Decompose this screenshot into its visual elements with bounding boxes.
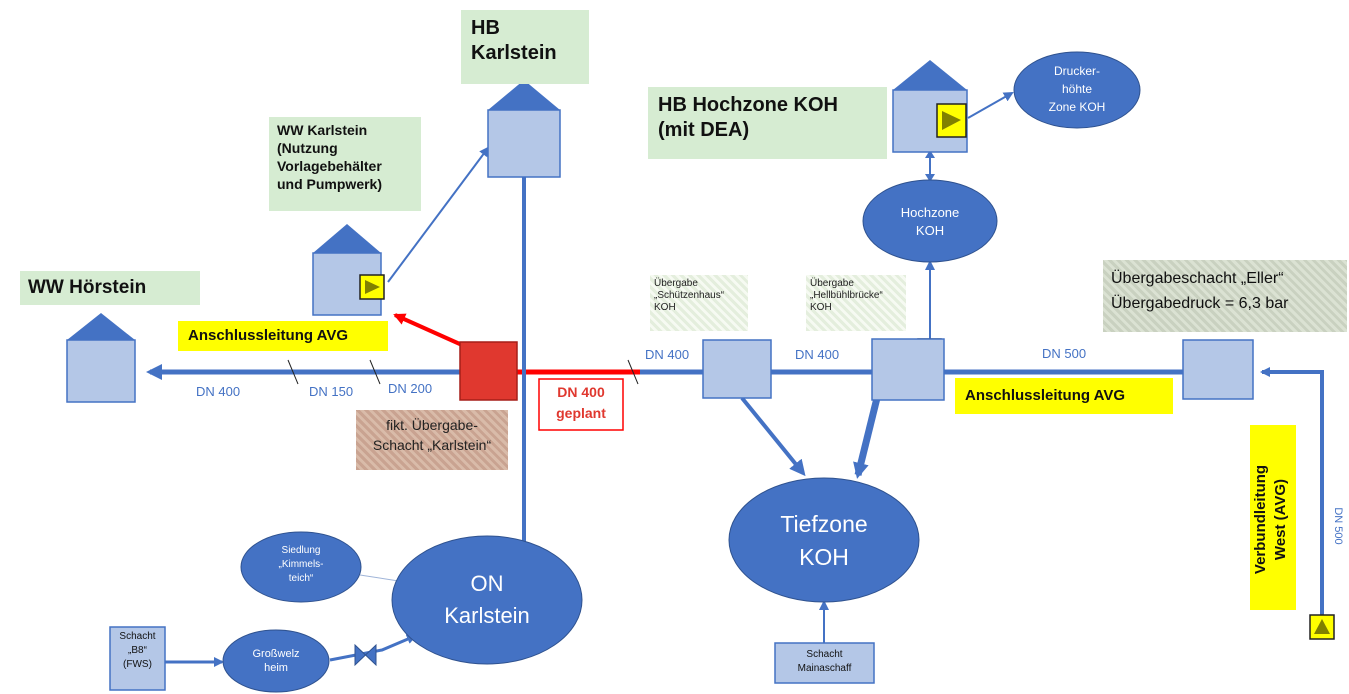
uebergabe-hellbuehl-label: Übergabe „Hellbühlbrücke“ KOH bbox=[806, 275, 906, 331]
ww-hoerstein-label: WW Hörstein bbox=[20, 271, 200, 305]
grosswelz-text: Großwelz heim bbox=[252, 648, 300, 674]
red-supply-ww-karlstein bbox=[393, 313, 463, 347]
arrowhead-down bbox=[925, 174, 935, 182]
hb-hochzone-label: HB Hochzone KOH (mit DEA) bbox=[648, 87, 887, 159]
schacht-eller-box bbox=[1182, 339, 1254, 400]
house-ww-hoerstein-icon bbox=[66, 313, 136, 403]
line-hellbuehl-tiefzone bbox=[853, 397, 881, 479]
geplant-box-border bbox=[538, 378, 624, 431]
valve-icon bbox=[354, 643, 377, 667]
arrowhead-up bbox=[925, 150, 935, 158]
hatch-mark bbox=[287, 359, 299, 385]
verbundleitung-label: Verbundleitung West (AVG) bbox=[1250, 425, 1296, 610]
schacht-schuetzenhaus-box bbox=[702, 339, 772, 399]
siedlung-ellipse bbox=[240, 531, 362, 603]
tiefzone-ellipse bbox=[728, 477, 920, 603]
drucker-text: Drucker- höhte Zone KOH bbox=[1048, 64, 1106, 114]
schacht-b8-box bbox=[109, 626, 166, 691]
grosswelz-ellipse bbox=[222, 629, 330, 693]
on-karlstein-ellipse bbox=[391, 535, 583, 665]
line-ww-to-hb bbox=[387, 146, 490, 283]
pump-icon bbox=[359, 274, 385, 300]
hb-karlstein-label: HB Karlstein bbox=[461, 10, 589, 84]
siedlung-text: Siedlung „Kimmels- teich“ bbox=[278, 545, 324, 584]
line-schuetzenhaus-tiefzone bbox=[740, 396, 806, 477]
drucker-ellipse bbox=[1013, 51, 1141, 129]
pump-icon bbox=[936, 103, 967, 138]
anschlussleitung-label-right: Anschlussleitung AVG bbox=[955, 378, 1173, 414]
hatch-mark bbox=[627, 359, 639, 385]
tiefzone-text: Tiefzone KOH bbox=[780, 511, 868, 570]
hochzone-ellipse bbox=[862, 179, 998, 263]
schacht-mainaschaff-text: Schacht Mainaschaff bbox=[797, 649, 852, 674]
line-pump-drucker bbox=[967, 92, 1014, 119]
verbundleitung-pipe bbox=[1260, 367, 1324, 615]
dn150-label: DN 150 bbox=[309, 384, 354, 399]
dn400-mid-label: DN 400 bbox=[645, 347, 690, 362]
hochzone-text: Hochzone KOH bbox=[900, 205, 960, 238]
verbundleitung-text: Verbundleitung West (AVG) bbox=[1252, 464, 1289, 575]
dn400-left-label: DN 400 bbox=[196, 384, 241, 399]
on-karlstein-text: ON Karlstein bbox=[444, 571, 530, 628]
uebergabeschacht-eller-label: Übergabeschacht „Eller“ Übergabedruck = … bbox=[1103, 260, 1347, 332]
house-ww-karlstein-icon bbox=[312, 224, 382, 316]
dn400-mid2-label: DN 400 bbox=[795, 347, 840, 362]
uebergabe-schuetzenhaus-label: Übergabe „Schützenhaus“ KOH bbox=[650, 275, 748, 331]
line-grosswelz-on bbox=[329, 634, 417, 662]
fikt-schacht-karlstein-box bbox=[459, 341, 518, 401]
dn500-top-label: DN 500 bbox=[1042, 346, 1087, 361]
dn500-vertical-label: DN 500 bbox=[1325, 500, 1349, 560]
hatch-mark bbox=[369, 359, 381, 385]
dn200-label: DN 200 bbox=[388, 381, 433, 396]
ww-karlstein-label: WW Karlstein (Nutzung Vorlagebehälter un… bbox=[269, 117, 421, 211]
house-hb-karlstein-icon bbox=[487, 80, 561, 178]
schacht-mainaschaff-box bbox=[774, 642, 875, 684]
fikt-uebergabe-label: fikt. Übergabe- Schacht „Karlstein“ bbox=[356, 410, 508, 470]
schacht-hellbuehl-box bbox=[871, 338, 945, 401]
anschlussleitung-label-left: Anschlussleitung AVG bbox=[178, 321, 388, 351]
schacht-b8-text: Schacht „B8“ (FWS) bbox=[119, 631, 156, 670]
pressure-boost-icon bbox=[1309, 614, 1335, 640]
dn500-vertical-text: DN 500 bbox=[1332, 507, 1344, 545]
dn400-geplant-label: DN 400 geplant bbox=[556, 384, 606, 421]
